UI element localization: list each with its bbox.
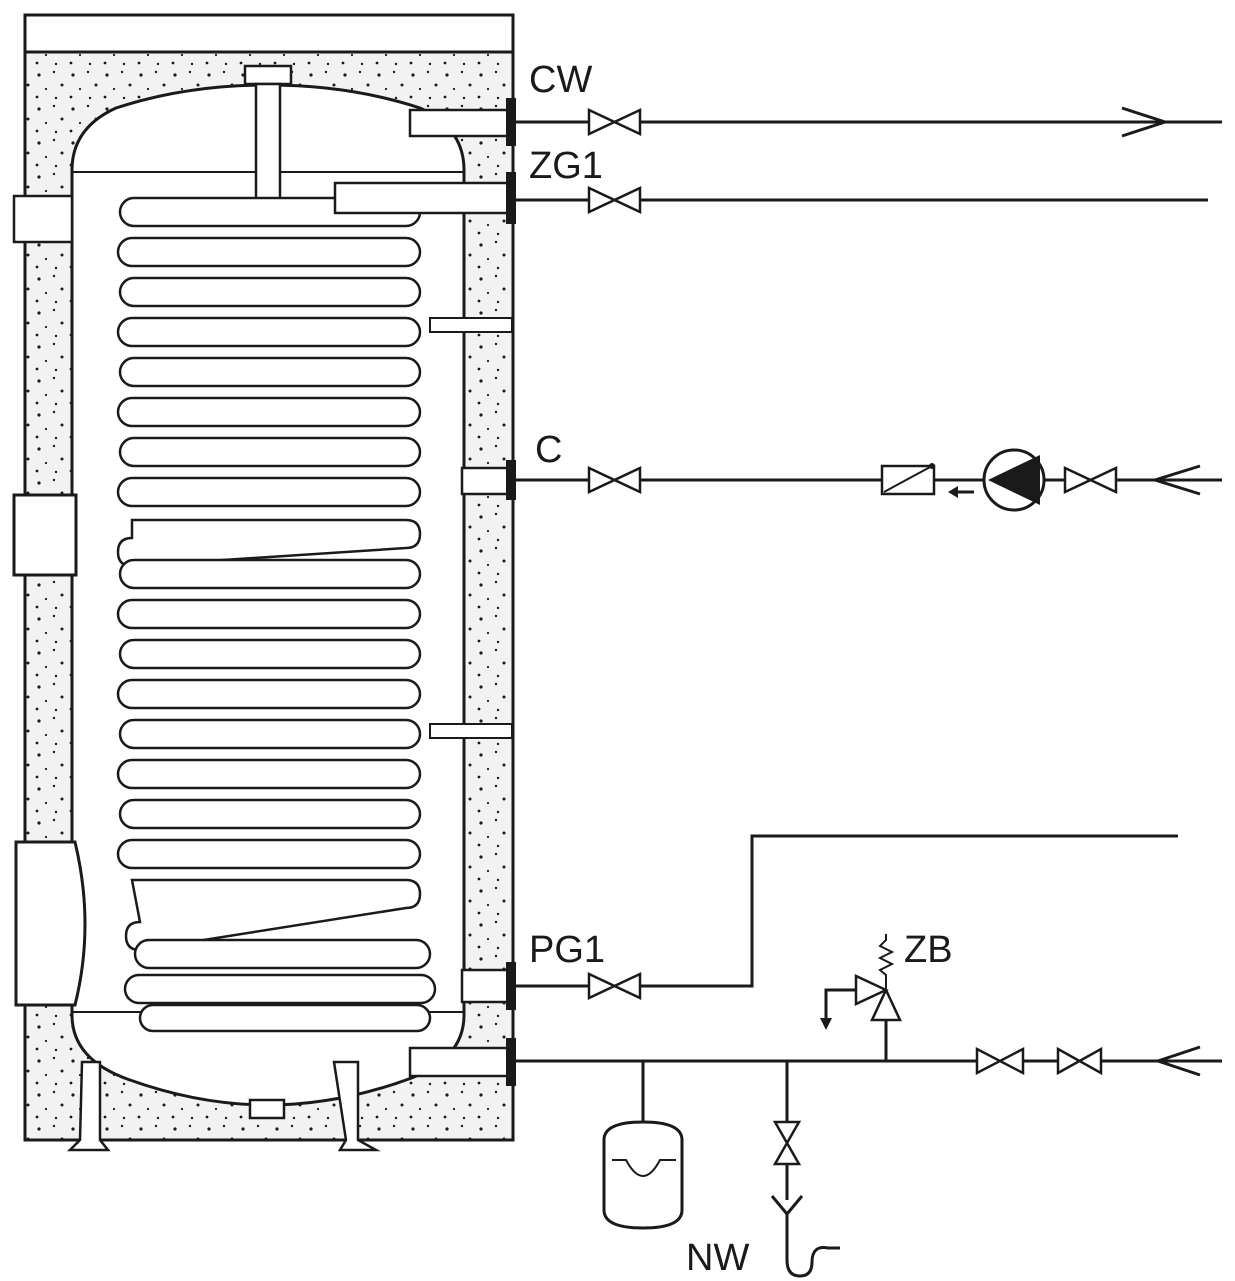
expansion-vessel-icon [602, 1061, 684, 1230]
label-c: C [535, 429, 562, 471]
check-valve-icon [880, 463, 936, 496]
side-port-upper [12, 194, 74, 244]
tank-lid [23, 13, 515, 54]
shutoff-valve-icon [587, 108, 642, 136]
nozzle-c-flange [506, 460, 516, 500]
label-pg1: PG1 [529, 929, 605, 971]
sensor-port-lower [429, 723, 513, 739]
heater-flange [14, 840, 87, 1007]
nozzle-cw-flange [506, 98, 516, 146]
drain-funnel-icon [770, 1061, 840, 1278]
central-pipe [254, 82, 282, 216]
nozzle-pg1-flange [506, 962, 516, 1010]
nozzle-zg1-flange [506, 172, 516, 224]
top-flange [243, 64, 293, 86]
label-nw: NW [686, 1237, 749, 1279]
shutoff-valve-icon [587, 972, 642, 1000]
nozzle-nw-flange [506, 1038, 516, 1086]
sensor-port-upper [429, 317, 513, 333]
tank-foot-left [66, 1060, 111, 1152]
nozzle-pg1 [460, 968, 514, 1004]
storage-tank [12, 13, 516, 1152]
inspection-flange [12, 493, 78, 577]
flow-arrow-icon [1153, 1045, 1201, 1077]
heating-coil [116, 196, 437, 1033]
flow-arrow-icon [1121, 106, 1170, 138]
nozzle-nw [408, 1046, 512, 1078]
flow-arrow-icon [1149, 464, 1201, 496]
shutoff-valve-icon [1056, 1046, 1103, 1076]
label-cw: CW [529, 59, 592, 101]
nozzle-cw [408, 108, 512, 138]
shutoff-valve-icon [975, 1046, 1025, 1076]
tank-foot-right [332, 1060, 381, 1152]
nozzle-c [460, 466, 514, 496]
circulation-pump-icon [982, 448, 1046, 512]
safety-valve-icon [820, 934, 902, 1061]
label-zg1: ZG1 [529, 145, 603, 187]
bottom-drain [248, 1098, 286, 1120]
shutoff-valve-icon [587, 186, 642, 214]
shutoff-valve-icon [1063, 466, 1118, 494]
flow-direction-icon [948, 486, 974, 498]
shutoff-valve-icon [587, 466, 642, 494]
nozzle-zg1 [333, 181, 512, 215]
label-zb: ZB [904, 929, 953, 971]
